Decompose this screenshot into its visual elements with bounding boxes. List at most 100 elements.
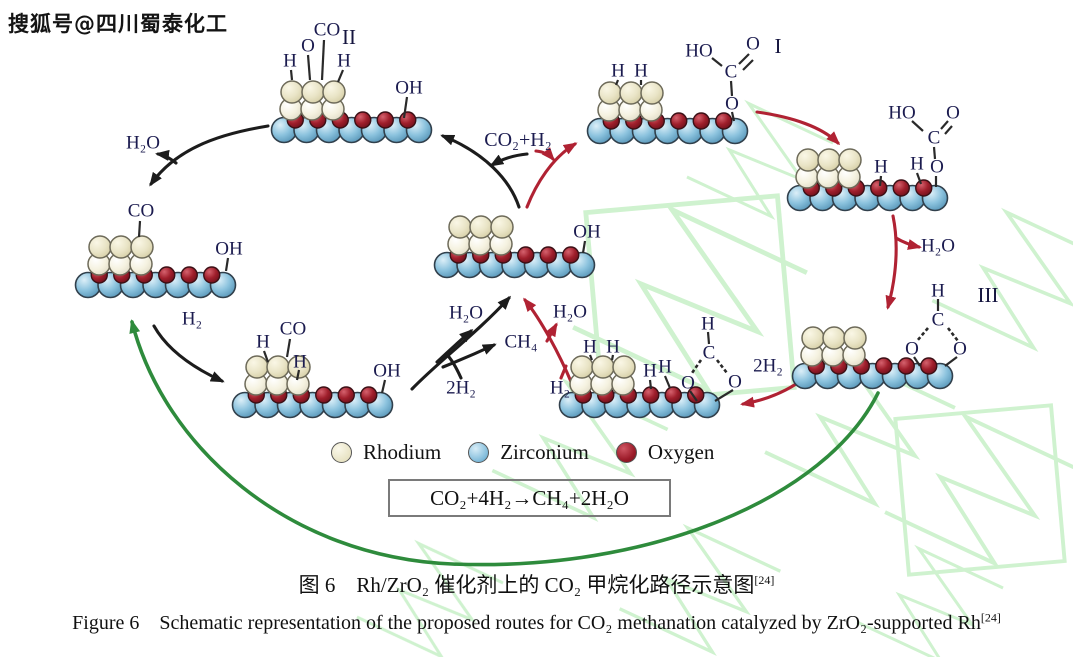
rhodium-atom (280, 80, 304, 104)
chem-label: OH (373, 361, 401, 382)
chem-label: H₂O (126, 133, 160, 154)
chem-label: 2H₂ (753, 356, 783, 377)
watermark-glyph (686, 99, 834, 221)
bond (262, 350, 270, 363)
oxygen-atom (158, 266, 176, 284)
chem-label: OH (215, 239, 243, 260)
bond (944, 125, 953, 135)
oxygen-atom (692, 112, 710, 130)
bond (706, 331, 711, 345)
rhodium-atom (469, 215, 493, 239)
bond (336, 69, 345, 83)
oxygen-atom (642, 386, 660, 404)
oxygen-atom (664, 386, 682, 404)
chem-label: H (256, 332, 270, 353)
rhodium-atom (109, 235, 133, 259)
caption-zh-text: 图 6 Rh/ZrO₂ 催化剂上的 CO₂ 甲烷化路径示意图 (298, 573, 755, 597)
bond (932, 146, 937, 160)
rhodium-atom (570, 355, 594, 379)
bond (380, 379, 387, 394)
bond (689, 390, 698, 402)
overall-reaction-equation: CO₂+4H₂→CH₄+2H₂O (430, 485, 629, 510)
oxygen-atom (562, 246, 580, 264)
bond (940, 120, 949, 130)
catalyst-cluster-II-hydrogenated-CO (270, 80, 433, 144)
chem-label: OH (573, 222, 601, 243)
oxygen-atom (315, 386, 333, 404)
bond (730, 111, 736, 122)
bond (729, 80, 734, 97)
oxygen-atom (892, 179, 910, 197)
chem-label: H (643, 361, 657, 382)
catalyst-cluster-I-bicarbonate-H (786, 148, 949, 212)
chem-label: C (932, 310, 945, 331)
rhodium-atom (796, 148, 820, 172)
chem-label: H (337, 51, 351, 72)
bond (913, 356, 921, 367)
chem-label: O (725, 94, 739, 115)
oxygen-atom (517, 246, 535, 264)
legend: Rhodium Zirconium Oxygen (331, 440, 741, 465)
rhodium-atom (130, 235, 154, 259)
chem-label: 2H₂ (446, 378, 476, 399)
chem-label: H (701, 314, 715, 335)
chem-label: HO (888, 103, 915, 124)
reaction-arrow-black (447, 355, 463, 380)
rhodium-atom (490, 215, 514, 239)
partial-bond (690, 359, 703, 374)
catalyst-cluster-I-bicarbonate (586, 81, 749, 145)
chem-label: H (874, 157, 888, 178)
oxygen-ball-icon (615, 442, 637, 463)
reaction-arrow-red (894, 236, 922, 250)
chem-label: H (931, 281, 945, 302)
rhodium-atom (88, 235, 112, 259)
chem-label: H₂O (921, 236, 955, 257)
bond (614, 79, 620, 86)
chem-label: H₂ (182, 309, 202, 330)
rhodium-atom (591, 355, 615, 379)
rhodium-atom (612, 355, 636, 379)
oxygen-atom (875, 357, 893, 375)
bond (915, 172, 923, 185)
partial-bond (916, 327, 929, 342)
oxygen-atom (915, 179, 933, 197)
legend-label-zirconium: Zirconium (500, 440, 589, 464)
caption-en-ref: [24] (980, 610, 1001, 625)
watermark-pattern (356, 99, 1073, 657)
bond (648, 379, 653, 390)
bond (911, 120, 924, 132)
rhodium-atom (245, 355, 269, 379)
bond (320, 39, 326, 81)
rhodium-atom (598, 81, 622, 105)
caption-en: Figure 6 Schematic representation of the… (0, 606, 1073, 635)
chem-label: O (953, 339, 967, 360)
chem-label: O (681, 373, 695, 394)
bond (944, 356, 958, 367)
reaction-arrow-black (155, 149, 178, 165)
rhodium-atom (817, 148, 841, 172)
watermark-glyph (856, 544, 1004, 657)
rhodium-ball-icon (331, 442, 352, 463)
chem-label: H (293, 352, 307, 373)
bond (289, 69, 294, 81)
catalyst-cluster-III-formate-bridge (791, 326, 954, 390)
reaction-arrow-red (885, 214, 898, 310)
chem-label: O (301, 36, 315, 57)
chem-label: H (283, 51, 297, 72)
rhodium-atom (301, 80, 325, 104)
chem-label: O (905, 339, 919, 360)
reaction-arrow-red (755, 110, 841, 146)
legend-item-rhodium: Rhodium (331, 440, 441, 465)
chem-label: H (658, 357, 672, 378)
bond (742, 59, 754, 71)
chem-label: H₂O (553, 302, 587, 323)
bond (402, 96, 409, 119)
bond (224, 257, 230, 272)
chem-label: CO (280, 319, 306, 340)
rhodium-atom (843, 326, 867, 350)
watermark-glyph (931, 207, 1073, 353)
legend-item-oxygen: Oxygen (615, 440, 714, 465)
oxygen-atom (715, 112, 733, 130)
catalyst-cluster-formate-with-H (558, 355, 721, 419)
